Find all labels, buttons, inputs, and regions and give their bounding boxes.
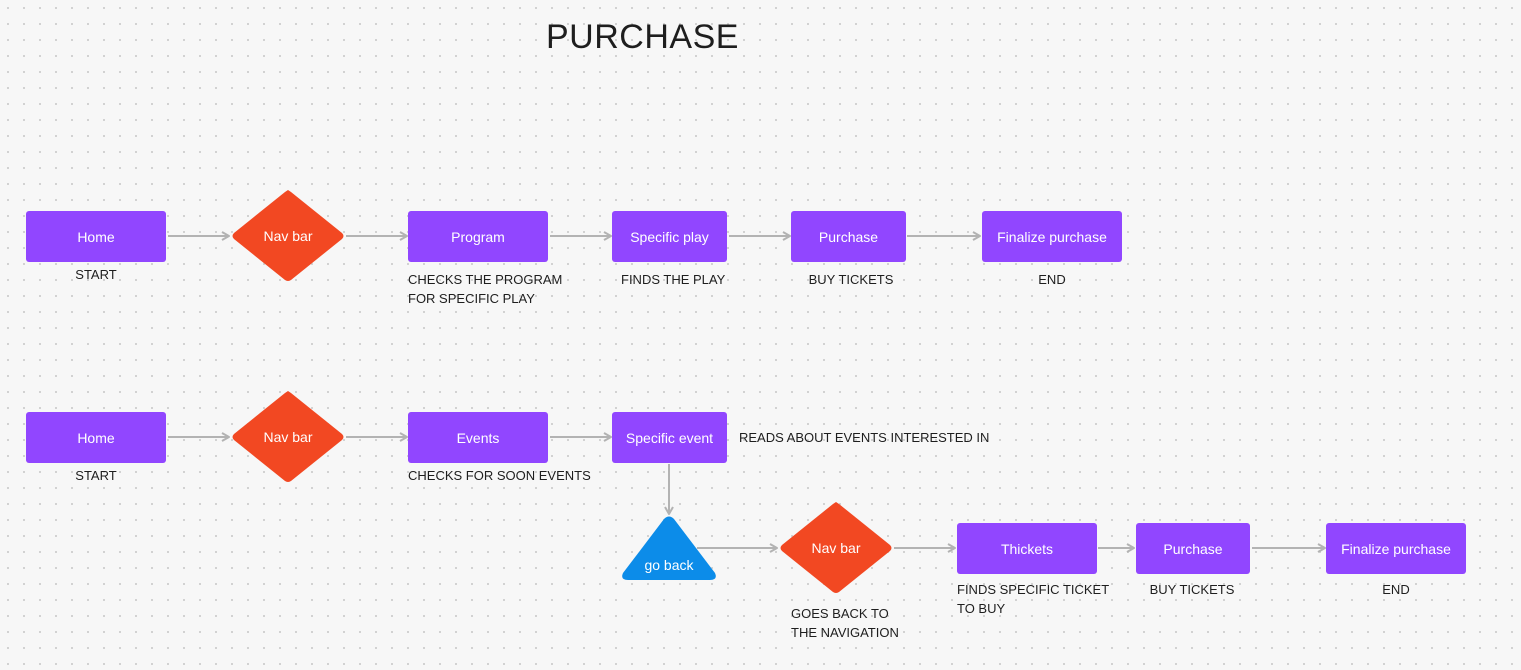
flow1-specific-play-note: FINDS THE PLAY xyxy=(621,272,726,287)
flow1-nav-decision[interactable] xyxy=(229,187,347,285)
page-title: PURCHASE xyxy=(546,18,739,56)
note-line: TO BUY xyxy=(957,601,1006,616)
node-label: Program xyxy=(451,228,505,245)
node-label: Purchase xyxy=(818,228,879,245)
node-label: Finalize purchase xyxy=(997,228,1107,245)
node-label: Purchase xyxy=(1163,540,1223,557)
node-label: Specific event xyxy=(625,429,714,446)
flow2-finalize-note: END xyxy=(1382,582,1410,597)
flow1-finalize-node[interactable]: Finalize purchase xyxy=(982,211,1122,262)
flow1-purchase-node[interactable]: Purchase xyxy=(791,211,906,262)
flow1-program-note: CHECKS THE PROGRAM FOR SPECIFIC PLAY xyxy=(408,270,562,308)
note-line: THE NAVIGATION xyxy=(791,625,899,640)
flow2-nav-decision[interactable] xyxy=(229,388,347,486)
flow2-finalize-node[interactable]: Finalize purchase xyxy=(1326,523,1466,574)
flow2-nav2-decision[interactable] xyxy=(777,499,895,597)
flow2-nav2-label: Nav bar xyxy=(811,540,861,556)
flow2-events-note: CHECKS FOR SOON EVENTS xyxy=(408,468,591,483)
flow2-go-back-label: go back xyxy=(644,557,694,573)
flow2-events-node[interactable]: Events xyxy=(408,412,548,463)
flow2-tickets-node[interactable]: Thickets xyxy=(957,523,1097,574)
flow1-home-node[interactable]: Home xyxy=(26,211,166,262)
flow2-home-node[interactable]: Home xyxy=(26,412,166,463)
flow2-tickets-note: FINDS SPECIFIC TICKET TO BUY xyxy=(957,580,1109,618)
flow1-home-note: START xyxy=(75,267,117,282)
flow2-nav-label: Nav bar xyxy=(263,429,313,445)
flow1-finalize-note: END xyxy=(1038,272,1066,287)
flow2-purchase-note: BUY TICKETS xyxy=(1149,582,1235,597)
node-label: Home xyxy=(77,228,115,245)
flow2-purchase-node[interactable]: Purchase xyxy=(1136,523,1250,574)
flow2-go-back-triangle[interactable] xyxy=(620,515,718,581)
flow1-nav-label: Nav bar xyxy=(263,228,313,244)
flow2-specific-event-node[interactable]: Specific event xyxy=(612,412,727,463)
flow1-program-node[interactable]: Program xyxy=(408,211,548,262)
note-line: GOES BACK TO xyxy=(791,606,889,621)
flow2-nav2-note: GOES BACK TO THE NAVIGATION xyxy=(791,604,899,642)
flow1-purchase-note: BUY TICKETS xyxy=(808,272,894,287)
note-line: FINDS SPECIFIC TICKET xyxy=(957,582,1110,597)
node-label: Events xyxy=(456,429,500,446)
node-label: Specific play xyxy=(630,228,709,245)
flow1-specific-play-node[interactable]: Specific play xyxy=(612,211,727,262)
note-line: CHECKS THE PROGRAM xyxy=(408,272,563,287)
note-line: FOR SPECIFIC PLAY xyxy=(408,291,535,306)
flow2-home-note: START xyxy=(75,468,117,483)
flow2-specific-event-note: READS ABOUT EVENTS INTERESTED IN xyxy=(739,430,990,445)
node-label: Finalize purchase xyxy=(1341,540,1451,557)
node-label: Home xyxy=(77,429,115,446)
node-label: Thickets xyxy=(1000,540,1054,557)
